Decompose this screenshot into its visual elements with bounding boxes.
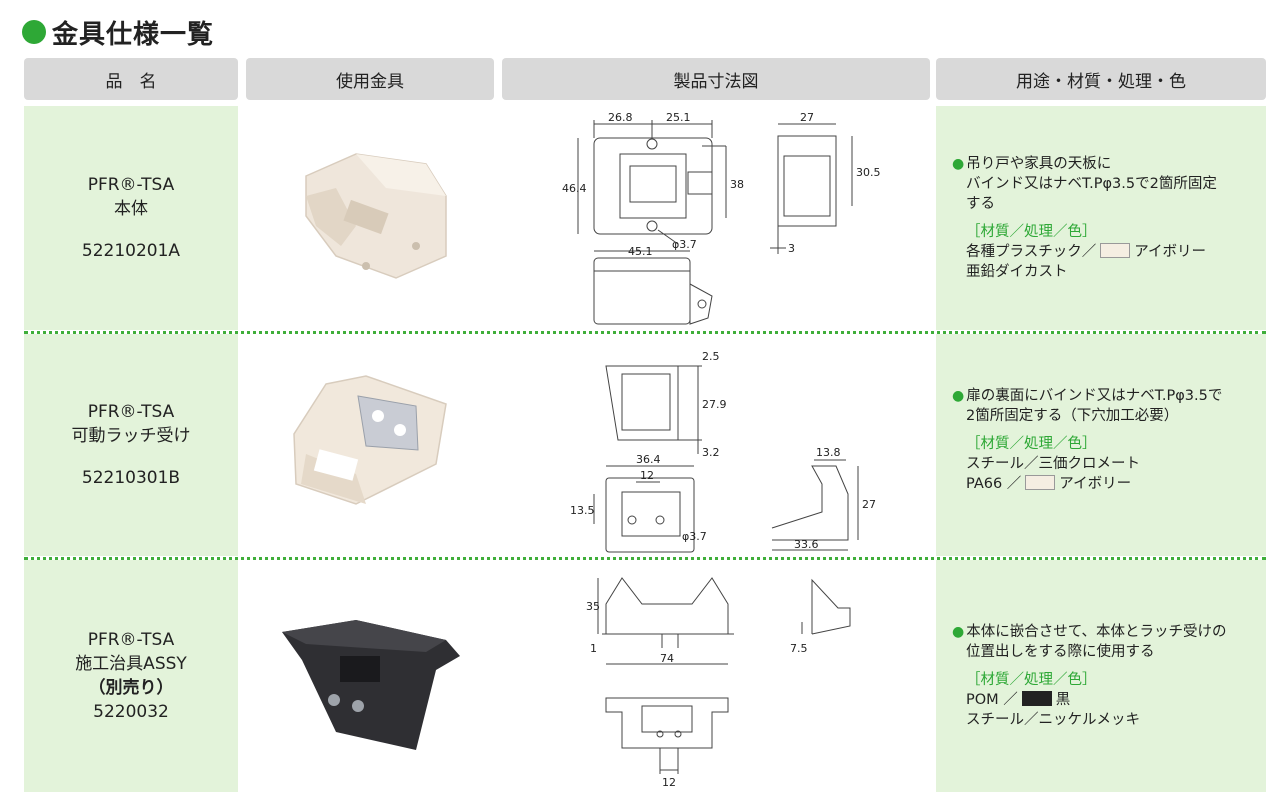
dim-label: 46.4 xyxy=(562,182,587,195)
installation-jig-image xyxy=(282,620,460,750)
dim-label: 35 xyxy=(586,600,600,613)
dim-label: 27.9 xyxy=(702,398,727,411)
usage-text: 本体に嵌合させて、本体とラッチ受けの xyxy=(966,624,1227,640)
dim-label: 1 xyxy=(590,642,597,655)
material-text: スチール／ニッケルメッキ xyxy=(966,712,1140,728)
usage-text: 2箇所固定する（下穴加工必要） xyxy=(966,408,1179,424)
color-text: 黒 xyxy=(1055,692,1071,708)
bullet-icon: ● xyxy=(952,388,965,404)
ivory-swatch xyxy=(1100,243,1131,258)
color-text: アイボリー xyxy=(1134,244,1206,260)
material-heading: ［材質／処理／色］ xyxy=(966,672,1097,688)
dim-label: 2.5 xyxy=(702,350,720,363)
usage-text: 吊り戸や家具の天板に xyxy=(966,156,1112,172)
dim-label: 25.1 xyxy=(666,111,691,124)
product-name: PFR®-TSA xyxy=(87,630,175,650)
row1-photo-cell xyxy=(246,106,494,330)
dim-label: 30.5 xyxy=(856,166,881,179)
dim-label: φ3.7 xyxy=(672,238,697,251)
row2-drawing-cell: 2.5 27.9 3.2 36.4 12 13.5 φ3.7 13.8 27 3… xyxy=(502,334,930,556)
dim-label: 13.8 xyxy=(816,446,841,459)
usage-text: する xyxy=(966,196,995,212)
ivory-swatch xyxy=(1025,475,1056,490)
title-bullet-icon xyxy=(22,20,46,44)
dim-label: 33.6 xyxy=(794,538,819,551)
row2-name-cell: PFR®-TSA 可動ラッチ受け 52210301B xyxy=(24,334,238,556)
header-hardware: 使用金具 xyxy=(246,58,494,100)
dim-label: 36.4 xyxy=(636,453,661,466)
usage-text: 扉の裏面にバインド又はナベT.Pφ3.5で xyxy=(966,388,1223,404)
row3-photo-cell xyxy=(246,560,494,792)
product-name: PFR®-TSA xyxy=(87,175,175,195)
latch-receiver-image xyxy=(293,375,447,505)
row3-name-cell: PFR®-TSA 施工治具ASSY （別売り） 5220032 xyxy=(24,560,238,792)
dim-label: 27 xyxy=(800,111,814,124)
dim-label: 3 xyxy=(788,242,795,255)
product-name: PFR®-TSA xyxy=(87,402,175,422)
product-subname: 本体 xyxy=(114,199,148,219)
product-code: 52210201A xyxy=(81,241,181,261)
bullet-icon: ● xyxy=(952,156,965,172)
row1-name-cell: PFR®-TSA 本体 52210201A xyxy=(24,106,238,330)
page-title-text: 金具仕様一覧 xyxy=(52,19,215,50)
dim-label: 13.5 xyxy=(570,504,595,517)
dim-label: 26.8 xyxy=(608,111,633,124)
dim-label: 12 xyxy=(662,776,676,789)
dim-label: φ3.7 xyxy=(682,530,707,543)
dim-label: 45.1 xyxy=(628,245,653,258)
header-dimension-drawing: 製品寸法図 xyxy=(502,58,930,100)
header-usage-material: 用途・材質・処理・色 xyxy=(936,58,1266,100)
material-text: 各種プラスチック／ xyxy=(966,244,1097,260)
bullet-icon: ● xyxy=(952,624,965,640)
header-product-name: 品 名 xyxy=(24,58,238,100)
product-code: 5220032 xyxy=(93,702,169,722)
row-separator xyxy=(24,331,1266,334)
row1-spec-cell: ●吊り戸や家具の天板に バインド又はナベT.Pφ3.5で2箇所固定 する ［材質… xyxy=(936,106,1266,330)
material-text: POM ／ xyxy=(966,692,1018,708)
material-heading: ［材質／処理／色］ xyxy=(966,224,1097,240)
row-separator xyxy=(24,557,1266,560)
dim-label: 74 xyxy=(660,652,674,665)
usage-text: 位置出しをする際に使用する xyxy=(966,644,1155,660)
material-text: PA66 ／ xyxy=(966,476,1022,492)
product-subname: 可動ラッチ受け xyxy=(71,426,191,446)
material-text: スチール／三価クロメート xyxy=(966,456,1140,472)
jig-dimension-drawing: 35 1 74 7.5 12 xyxy=(586,577,851,789)
row2-photo-cell xyxy=(246,334,494,556)
row2-spec-cell: ●扉の裏面にバインド又はナベT.Pφ3.5で 2箇所固定する（下穴加工必要） ［… xyxy=(936,334,1266,556)
row1-drawing-cell: 26.8 25.1 27 46.4 38 30.5 φ3.7 3 45.1 xyxy=(502,106,930,330)
sold-separately-note: （別売り） xyxy=(88,678,174,698)
product-subname: 施工治具ASSY xyxy=(75,654,187,674)
dim-label: 3.2 xyxy=(702,446,720,459)
black-swatch xyxy=(1021,691,1052,706)
color-text: アイボリー xyxy=(1059,476,1132,492)
usage-text: バインド又はナベT.Pφ3.5で2箇所固定 xyxy=(966,176,1217,192)
material-text: 亜鉛ダイカスト xyxy=(966,264,1068,280)
dim-label: 7.5 xyxy=(790,642,808,655)
body-dimension-drawing: 26.8 25.1 27 46.4 38 30.5 φ3.7 3 45.1 xyxy=(562,111,881,325)
dim-label: 12 xyxy=(640,469,654,482)
row3-drawing-cell: 35 1 74 7.5 12 xyxy=(502,560,930,792)
row3-spec-cell: ●本体に嵌合させて、本体とラッチ受けの 位置出しをする際に使用する ［材質／処理… xyxy=(936,560,1266,792)
dim-label: 27 xyxy=(862,498,876,511)
body-hardware-image xyxy=(305,153,447,279)
dim-label: 38 xyxy=(730,178,744,191)
page-title: 金具仕様一覧 xyxy=(22,12,214,52)
material-heading: ［材質／処理／色］ xyxy=(966,436,1097,452)
product-code: 52210301B xyxy=(81,468,181,488)
latch-dimension-drawing: 2.5 27.9 3.2 36.4 12 13.5 φ3.7 13.8 27 3… xyxy=(570,350,876,553)
